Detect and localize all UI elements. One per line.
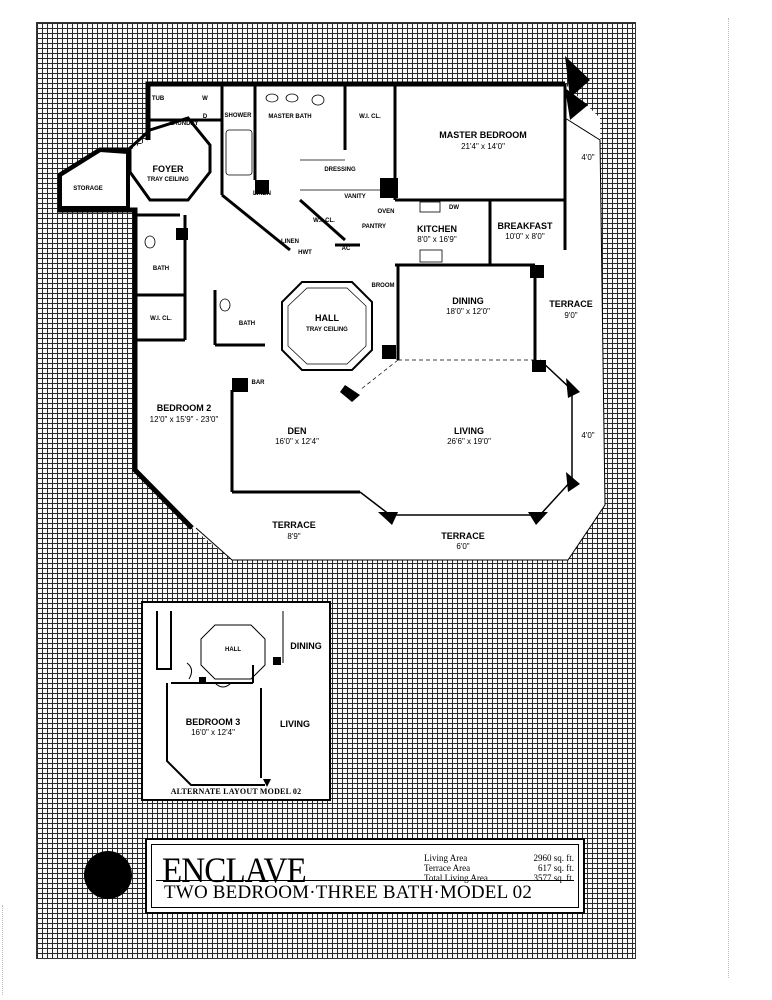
hall-label: HALL xyxy=(315,313,339,323)
terrace-east-dims: 9'0" xyxy=(564,311,577,320)
interior-walls xyxy=(128,84,567,494)
terrace-sw-label: TERRACE xyxy=(272,520,316,530)
alt-hall-label: HALL xyxy=(225,647,241,653)
area-row: Total Living Area 3577 sq. ft. xyxy=(424,873,574,883)
alternate-layout-plan: HALL DINING BEDROOM 3 16'0" x 12'4" LIVI… xyxy=(156,611,322,787)
linen-master-label: LINEN xyxy=(253,191,271,197)
master-bedroom-label: MASTER BEDROOM xyxy=(439,130,527,140)
brand-name: ENCLAVE xyxy=(162,850,307,890)
area-label: Total Living Area xyxy=(424,873,488,883)
title-block-frame: ENCLAVE Living Area 2960 sq. ft. Terrace… xyxy=(151,844,579,908)
hall-octagon xyxy=(281,281,373,371)
main-floor-plan: MASTER BEDROOM 21'4" x 14'0" MASTER BATH… xyxy=(57,56,606,561)
alt-dining-label: DINING xyxy=(290,641,322,651)
dryer-label: D xyxy=(203,114,208,120)
alternate-layout-inset: HALL DINING BEDROOM 3 16'0" x 12'4" LIVI… xyxy=(141,601,331,801)
hwt-label: HWT xyxy=(298,250,312,256)
builder-logo-disc xyxy=(84,851,132,899)
area-value: 2960 sq. ft. xyxy=(533,853,575,863)
storage-label: STORAGE xyxy=(73,186,103,192)
bath-1-label: BATH xyxy=(153,266,169,272)
den-dims: 16'0" x 12'4" xyxy=(275,437,319,446)
pantry-label: PANTRY xyxy=(362,224,386,230)
vanity-label: VANITY xyxy=(344,194,366,200)
model-line: TWO BEDROOM·THREE BATH·MODEL 02 xyxy=(164,882,533,903)
alt-bedroom-dims: 16'0" x 12'4" xyxy=(191,728,235,737)
wi-closet-bed2-label: W.I. CL. xyxy=(150,316,172,322)
alt-living-label: LIVING xyxy=(280,719,310,729)
margin-line xyxy=(728,18,729,978)
den-label: DEN xyxy=(287,426,306,436)
alternate-layout-caption: ALTERNATE LAYOUT MODEL 02 xyxy=(170,787,302,796)
dining-label: DINING xyxy=(452,296,484,306)
wi-closet-master-label: W.I. CL. xyxy=(359,114,381,120)
living-dims: 26'6" x 19'0" xyxy=(447,437,491,446)
structural-columns xyxy=(176,56,590,525)
kitchen-dims: 8'0" x 16'9" xyxy=(417,235,457,244)
terrace-edge xyxy=(195,117,606,561)
shower-label: SHOWER xyxy=(225,113,253,119)
area-row: Terrace Area 617 sq. ft. xyxy=(424,863,574,873)
dimension-note-lower: 4'0" xyxy=(581,431,594,440)
left-margin-dots xyxy=(2,905,3,995)
washer-label: W xyxy=(202,96,208,102)
bath-2-label: BATH xyxy=(239,321,255,327)
wi-closet-hall-label: W.I. CL. xyxy=(313,218,335,224)
oven-label: OVEN xyxy=(377,209,394,215)
ac-label: AC xyxy=(342,246,351,252)
breakfast-label: BREAKFAST xyxy=(497,221,553,231)
foyer-tray-label: TRAY CEILING xyxy=(147,177,189,183)
area-label: Living Area xyxy=(424,853,468,863)
living-bay xyxy=(359,359,573,516)
alt-bedroom-label: BEDROOM 3 xyxy=(186,717,241,727)
area-value: 3577 sq. ft. xyxy=(533,873,575,883)
fixtures xyxy=(144,93,443,312)
area-summary: Living Area 2960 sq. ft. Terrace Area 61… xyxy=(424,853,574,883)
foyer-label: FOYER xyxy=(152,164,184,174)
plan-interior xyxy=(60,84,605,560)
area-row: Living Area 2960 sq. ft. xyxy=(424,853,574,863)
area-value: 617 sq. ft. xyxy=(538,863,574,873)
hall-tray-label: TRAY CEILING xyxy=(306,327,348,333)
living-label: LIVING xyxy=(454,426,484,436)
linen-hall-label: LINEN xyxy=(281,239,299,245)
title-block: ENCLAVE Living Area 2960 sq. ft. Terrace… xyxy=(145,838,585,914)
master-bath-label: MASTER BATH xyxy=(268,114,311,120)
terrace-east-label: TERRACE xyxy=(549,299,593,309)
breakfast-dims: 10'0" x 8'0" xyxy=(505,232,545,241)
broom-label: BROOM xyxy=(372,283,395,289)
terrace-s-dims: 6'0" xyxy=(456,542,469,551)
dining-dims: 18'0" x 12'0" xyxy=(446,307,490,316)
laundry-label: LAUNDRY xyxy=(169,121,198,127)
tub-label: TUB xyxy=(152,96,165,102)
dimension-note-upper: 4'0" xyxy=(581,153,594,162)
bedroom-2-label: BEDROOM 2 xyxy=(157,403,212,413)
model-line-bar: TWO BEDROOM·THREE BATH·MODEL 02 xyxy=(156,880,574,903)
bar-label: BAR xyxy=(252,380,266,386)
terrace-sw-dims: 8'9" xyxy=(287,532,300,541)
storage-outline xyxy=(58,147,130,210)
terrace-s-label: TERRACE xyxy=(441,531,485,541)
kitchen-label: KITCHEN xyxy=(417,224,457,234)
dw-label: DW xyxy=(449,205,459,211)
area-label: Terrace Area xyxy=(424,863,471,873)
dressing-label: DRESSING xyxy=(324,167,356,173)
bedroom-2-dims: 12'0" x 15'9" - 23'0" xyxy=(150,415,219,424)
master-bedroom-dims: 21'4" x 14'0" xyxy=(461,142,505,151)
